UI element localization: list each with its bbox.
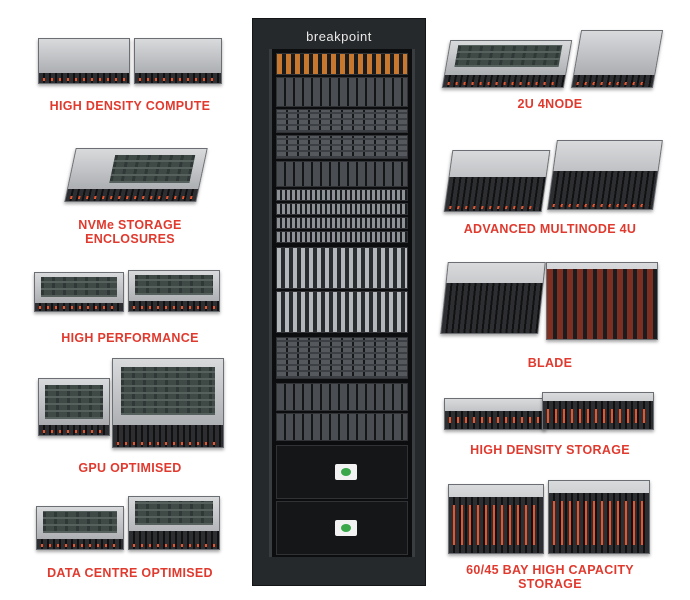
server-image [448,484,544,554]
product-label: DATA CENTRE OPTIMISED [47,566,213,580]
product-label: 60/45 BAY HIGH CAPACITY STORAGE [466,563,634,591]
rack-unit [276,203,408,215]
rack-unit [276,413,408,441]
rack-unit [276,337,408,379]
server-image [112,358,224,448]
rack-unit [276,231,408,243]
server-image [440,262,546,334]
product-label: HIGH DENSITY COMPUTE [49,99,211,113]
rack-brand-logo: breakpoint [306,29,372,44]
server-image [443,150,551,212]
product-label: 2U 4NODE [517,97,583,111]
rack-unit [276,161,408,187]
server-image [128,270,220,312]
server-image [34,272,124,312]
product-label: ADVANCED MULTINODE 4U [463,222,637,236]
product-label: HIGH DENSITY STORAGE [470,443,630,457]
server-image [36,506,124,550]
server-image [570,30,664,88]
server-image [548,480,650,554]
server-image [441,40,573,88]
rack-unit [276,189,408,201]
server-image [134,38,222,84]
server-image [542,392,654,430]
product-label: HIGH PERFORMANCE [61,331,199,345]
rack-unit [276,217,408,229]
rack-unit [276,445,408,499]
rack-units [269,49,415,557]
rack-unit [276,383,408,411]
rack-unit [276,501,408,555]
rack-unit [276,53,408,75]
server-rack: breakpoint [252,18,426,586]
product-label: NVMe STORAGE ENCLOSURES [78,218,182,246]
product-label: GPU OPTIMISED [78,461,182,475]
rack-unit [276,77,408,107]
rack-unit [276,291,408,333]
rack-unit [276,109,408,133]
server-image [64,148,208,202]
server-image [38,378,110,436]
server-image [547,140,663,210]
rack-unit [276,247,408,289]
rack-unit [276,135,408,159]
server-image [128,496,220,550]
product-label: BLADE [527,356,573,370]
server-image [38,38,130,84]
server-image [546,262,658,340]
server-image [444,398,546,430]
